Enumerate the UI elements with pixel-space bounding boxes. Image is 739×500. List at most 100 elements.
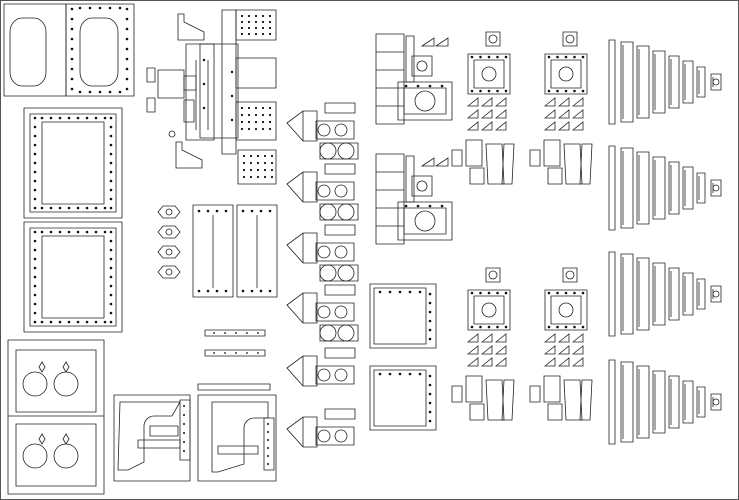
rivet-hole [428,310,432,314]
rivet-hole [470,55,474,59]
rivet-hole [270,168,274,172]
oval-window [10,18,46,86]
rivet-hole [70,67,74,71]
rivet-hole [504,89,508,93]
rivet-hole [250,209,254,213]
rivet-hole [256,161,260,165]
clamp-body [316,121,354,139]
box-face [502,144,514,184]
gusset-triangle [559,110,569,118]
rivet-hole [33,275,37,279]
rivet-hole [103,230,107,234]
rivet-hole [88,90,92,94]
box-face [580,144,592,184]
triangle-tab [436,158,448,166]
rivet-hole [247,127,251,131]
rivet-hole [109,302,113,306]
rivet-hole [125,87,129,91]
rivet-hole [428,410,432,414]
rivet-hole [230,70,234,74]
rivet-hole [246,332,248,334]
rivet-hole [224,352,226,354]
rivet-hole [398,290,402,294]
box-assemblies [452,140,592,420]
gusset-triangle [468,358,478,366]
flange-block [468,290,510,330]
bracket-frame [198,395,276,481]
rivet-hole [268,32,272,36]
rivet-hole [197,209,201,213]
part-outline [530,386,540,402]
part-outline [486,268,500,282]
rivet-hole [109,125,113,129]
rail-bracket [236,58,276,88]
side-frame-left [193,205,233,297]
rivet-hole [573,55,576,59]
part-outline [404,88,446,114]
rivet-hole [183,450,185,452]
gusset-triangle [559,98,569,106]
rivet-hole [76,206,80,210]
rivet-hole [246,352,248,354]
rivet-hole [240,20,244,24]
pin-plate [158,246,180,258]
rail-bracket [236,102,276,140]
rivet-hole [242,168,246,172]
rivet-hole [240,127,244,131]
part-outline [551,60,581,88]
triangle-tab [422,38,434,46]
rivet-hole [254,127,258,131]
rivet-hole [263,154,267,158]
rivet-hole [404,84,408,88]
gasket-diamond [63,434,69,444]
roller [683,167,693,209]
clamp-plate [376,154,404,244]
rivet-hole [564,325,568,329]
rivet-hole [261,32,265,36]
part-outline [563,268,577,282]
part-outline [218,446,258,454]
rivet-hole [108,6,112,10]
triangle-tab [422,158,434,166]
rivet-hole [261,20,265,24]
roller-hub [713,79,719,85]
part-circle [417,61,427,71]
rivet-hole [49,230,53,234]
rivet-hole [263,161,267,165]
rivet-hole [428,419,432,423]
gusset-triangle [468,346,478,354]
rivet-hole [33,284,37,288]
rivet-hole [487,291,491,295]
rivet-hole [259,289,263,293]
rivet-hole [254,14,258,18]
rivet-hole [261,113,265,117]
roller [621,42,633,122]
gusset-triangle [496,334,506,342]
gusset-triangle [482,334,492,342]
rivet-hole [428,292,432,296]
roller-hub [713,185,719,191]
rivet-hole [581,325,585,329]
roller-hub [713,291,719,297]
gusset-triangle [468,98,478,106]
rivet-hole [224,209,228,213]
rivet-hole [76,230,80,234]
arrow-bracket [287,293,317,323]
rivet-hole [206,209,210,213]
part-outline [530,150,540,166]
part-outline [474,60,504,88]
rivet-hole [261,120,265,124]
rivet-hole [398,372,402,376]
clamp-plate [376,34,404,124]
arrow-bracket [287,172,317,202]
rivet-hole [254,120,258,124]
rivet-hole [125,7,129,11]
rivet-hole [33,116,37,120]
rivet-hole [235,352,237,354]
rivet-hole [125,77,129,81]
rivet-hole [49,320,53,324]
rivet-hole [428,328,432,332]
gusset-triangle [545,334,555,342]
drawbar-assembly [147,10,276,184]
